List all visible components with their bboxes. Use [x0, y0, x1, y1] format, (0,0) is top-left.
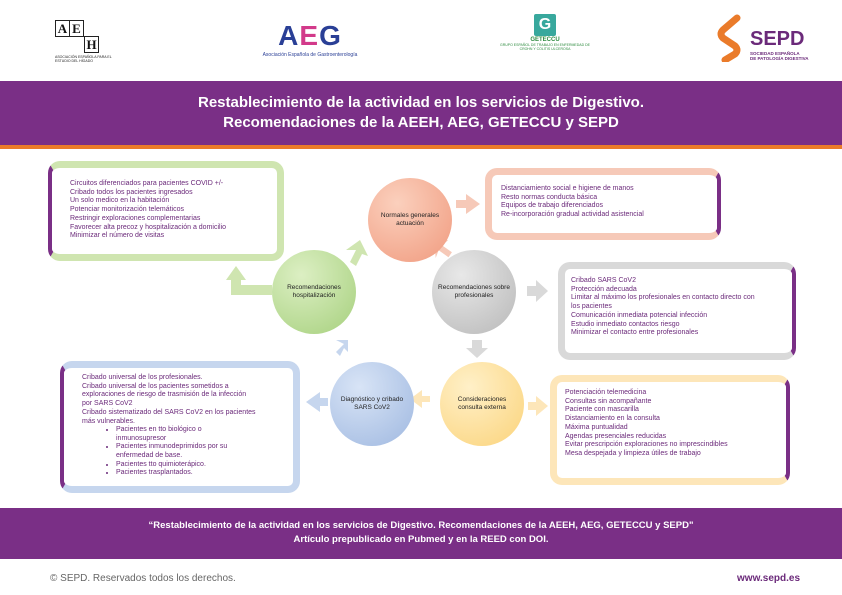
sepd-name: SEPD	[750, 28, 805, 50]
footer-citation: “Restablecimiento de la actividad en los…	[148, 520, 694, 531]
aeeh-letters-bottom: E H	[70, 36, 115, 53]
list-item-text: Pacientes inmunodeprimidos por su	[116, 443, 228, 451]
geteccu-mark: G	[534, 14, 556, 36]
list-item: Pacientes trasplantados.	[116, 469, 297, 478]
arrow-icon	[456, 194, 480, 214]
list-item: Estudio inmediato contactos riesgo	[571, 320, 680, 328]
arrow-icon	[226, 266, 246, 280]
diagnostico-list: Cribado universal de los profesionales. …	[82, 374, 297, 426]
profesionales-circle: Recomendaciones sobre profesionales	[432, 250, 516, 334]
list-item: Cribado sistematizado del SARS CoV2 en l…	[82, 408, 256, 416]
hospitalizacion-circle: Recomendaciones hospitalización	[272, 250, 356, 334]
footer-banner: “Restablecimiento de la actividad en los…	[0, 508, 842, 559]
list-item: Cribado universal de los pacientes somet…	[82, 382, 229, 390]
list-item: Agendas presenciales reducidas	[565, 432, 667, 440]
aeeh-letter: E	[69, 20, 84, 37]
list-item: Equipos de trabajo diferenciados	[501, 202, 603, 210]
sepd-s-icon	[717, 14, 741, 62]
list-item: Restringir exploraciones complementarias	[70, 214, 201, 222]
list-item-text: inmunosupresor	[116, 434, 167, 442]
arrow-icon	[527, 280, 548, 302]
arrow-icon	[306, 392, 328, 412]
aeg-logo: AEG Asociación Española de Gastroenterol…	[255, 22, 365, 59]
aeg-mark-e: E	[299, 20, 320, 51]
aeeh-letter: H	[84, 36, 99, 53]
list-item: Mesa despejada y limpieza útiles de trab…	[565, 449, 701, 457]
list-item: exploraciones de riesgo de trasmisión de…	[82, 391, 247, 399]
list-item: Máxima puntualidad	[565, 423, 628, 431]
page-title-line-2: Recomendaciones de la AEEH, AEG, GETECCU…	[223, 114, 619, 131]
consulta-list: Potenciación telemedicina Consultas sin …	[565, 389, 728, 459]
list-item: Consultas sin acompañante	[565, 397, 652, 405]
list-item: Re-incorporación gradual actividad asist…	[501, 211, 644, 219]
list-item: Circuitos diferenciados para pacientes C…	[70, 180, 224, 187]
list-item: Pacientes inmunodeprimidos por suenferme…	[116, 443, 297, 460]
list-item: Limitar al máximo los profesionales en c…	[571, 294, 755, 302]
arrow-icon	[346, 240, 368, 266]
sepd-logo: SEPD SOCIEDAD ESPAÑOLA DE PATOLOGÍA DIGE…	[715, 14, 815, 64]
list-item: Potenciar monitorización telemáticos	[70, 206, 184, 214]
copyright-text: © SEPD. Reservados todos los derechos.	[50, 573, 236, 584]
list-item: Evitar prescripción exploraciones no imp…	[565, 441, 728, 449]
list-item: Pacientes tto quimioterápico.	[116, 461, 297, 470]
list-item: Distanciamiento social e higiene de mano…	[501, 185, 634, 192]
list-item: Protección adecuada	[571, 285, 637, 293]
list-item: Paciente con mascarilla	[565, 406, 639, 414]
profesionales-box: Cribado SARS CoV2 Protección adecuada Li…	[558, 262, 796, 360]
list-item: Comunicación inmediata potencial infecci…	[571, 311, 708, 319]
aeeh-letters-top: A E	[55, 20, 115, 37]
hospitalizacion-list: Circuitos diferenciados para pacientes C…	[70, 180, 226, 241]
title-divider	[0, 145, 842, 149]
normales-box: Distanciamiento social e higiene de mano…	[485, 168, 721, 240]
diagnostico-content: Cribado universal de los profesionales. …	[82, 374, 297, 478]
list-item: Cribado todos los pacientes ingresados	[70, 188, 193, 196]
list-item: Distanciamiento en la consulta	[565, 415, 660, 423]
page-title-line-1: Restablecimiento de la actividad en los …	[198, 94, 644, 111]
aeeh-logo: A E E H ASOCIACIÓN ESPAÑOLA PARA EL ESTU…	[55, 20, 115, 63]
normales-circle: Normales generales actuación	[368, 178, 452, 262]
list-item: más vulnerables.	[82, 417, 135, 425]
list-item: Potenciación telemedicina	[565, 389, 647, 396]
arrow-icon	[466, 340, 488, 358]
aeeh-letter: A	[55, 20, 70, 37]
list-item: Pacientes en tto biológico oinmunosupres…	[116, 426, 297, 443]
diagnostico-sublist: Pacientes en tto biológico oinmunosupres…	[82, 426, 297, 478]
list-item: Minimizar el contacto entre profesionale…	[571, 329, 699, 337]
arrow-icon	[231, 278, 272, 295]
list-item-text: enfermedad de base.	[116, 452, 183, 459]
list-item: por SARS CoV2	[82, 400, 133, 408]
arrow-icon	[528, 396, 548, 416]
sepd-subtitle-line: DE PATOLOGÍA DIGESTIVA	[750, 56, 809, 61]
aeg-mark-a: A	[278, 20, 300, 51]
consulta-box: Potenciación telemedicina Consultas sin …	[550, 375, 790, 485]
normales-list: Distanciamiento social e higiene de mano…	[501, 185, 644, 220]
list-item-text: Pacientes en tto biológico o	[116, 426, 202, 434]
list-item: Un solo medico en la habitación	[70, 197, 170, 205]
aeg-subtitle: Asociación Española de Gastroenterología	[262, 52, 358, 58]
geteccu-name: GETECCU	[530, 37, 560, 43]
profesionales-list: Cribado SARS CoV2 Protección adecuada Li…	[571, 277, 785, 338]
aeg-mark: AEG	[255, 22, 365, 50]
diagnostico-box: Cribado universal de los profesionales. …	[60, 361, 300, 493]
geteccu-logo: G GETECCU GRUPO ESPAÑOL DE TRABAJO EN EN…	[496, 14, 594, 51]
list-item: Resto normas conducta básica	[501, 193, 598, 201]
diagnostico-circle: Diagnóstico y cribado SARS CoV2	[330, 362, 414, 446]
aeeh-subtitle: ASOCIACIÓN ESPAÑOLA PARA EL ESTUDIO DEL …	[55, 55, 112, 63]
footer-note: Artículo prepublicado en Pubmed y en la …	[293, 534, 549, 545]
list-item: Minimizar el número de visitas	[70, 232, 165, 240]
list-item: los pacientes	[571, 303, 612, 311]
title-banner: Restablecimiento de la actividad en los …	[0, 81, 842, 145]
geteccu-subtitle: GRUPO ESPAÑOL DE TRABAJO EN ENFERMEDAD D…	[500, 43, 590, 51]
hospitalizacion-box: Circuitos diferenciados para pacientes C…	[48, 161, 284, 261]
aeg-mark-g: G	[319, 20, 342, 51]
list-item: Cribado SARS CoV2	[571, 277, 636, 284]
list-item: Cribado universal de los profesionales.	[82, 374, 203, 381]
sepd-subtitle: SOCIEDAD ESPAÑOLA DE PATOLOGÍA DIGESTIVA	[750, 51, 809, 61]
arrow-icon	[336, 340, 348, 356]
website-link[interactable]: www.sepd.es	[737, 573, 800, 584]
consulta-circle: Consideraciones consulta externa	[440, 362, 524, 446]
sepd-subtitle-line: SOCIEDAD ESPAÑOLA	[750, 51, 800, 56]
list-item: Favorecer alta precoz y hospitalización …	[70, 223, 227, 231]
